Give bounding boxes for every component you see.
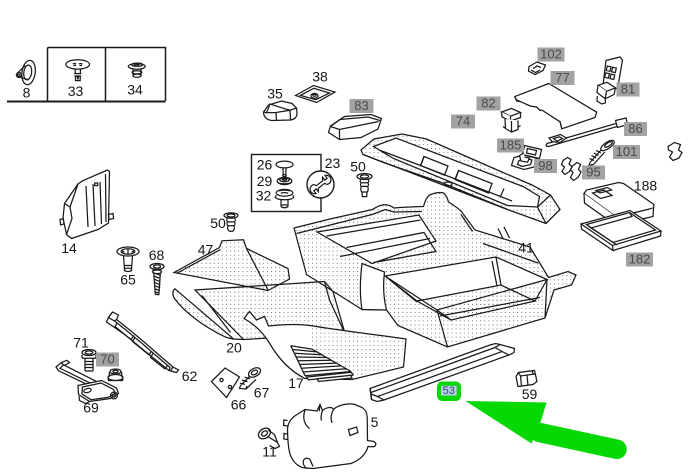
svg-text:67: 67 [254,385,270,401]
svg-text:83: 83 [354,98,368,113]
svg-text:47: 47 [198,242,214,258]
svg-text:188: 188 [634,178,658,194]
svg-text:71: 71 [73,335,89,351]
svg-text:33: 33 [68,83,84,99]
svg-text:50: 50 [210,215,226,231]
svg-text:23: 23 [325,155,341,171]
svg-text:82: 82 [481,96,495,111]
svg-text:101: 101 [616,144,638,159]
svg-text:34: 34 [127,82,143,98]
svg-text:5: 5 [371,414,379,430]
svg-text:26: 26 [257,157,273,173]
svg-text:185: 185 [500,138,522,153]
svg-text:66: 66 [231,397,247,413]
svg-text:53: 53 [443,385,455,397]
svg-text:182: 182 [629,252,651,267]
svg-text:81: 81 [621,82,635,97]
svg-text:68: 68 [149,247,165,263]
svg-text:86: 86 [628,121,642,136]
svg-text:17: 17 [288,375,304,391]
svg-text:8: 8 [23,85,31,101]
svg-text:102: 102 [540,47,562,62]
svg-text:70: 70 [100,352,114,367]
svg-text:41: 41 [518,240,534,256]
svg-text:98: 98 [538,158,552,173]
svg-text:38: 38 [312,69,328,85]
svg-text:50: 50 [350,159,366,175]
svg-text:77: 77 [555,70,569,85]
svg-text:14: 14 [61,240,77,256]
svg-text:65: 65 [120,272,136,288]
svg-text:62: 62 [182,368,198,384]
svg-text:29: 29 [257,173,273,189]
svg-text:11: 11 [262,444,277,460]
svg-text:69: 69 [83,400,99,416]
svg-text:95: 95 [586,165,600,180]
svg-text:20: 20 [226,340,242,356]
svg-text:59: 59 [522,386,538,402]
svg-text:35: 35 [267,86,283,102]
svg-text:32: 32 [256,188,272,204]
svg-text:74: 74 [456,114,470,129]
